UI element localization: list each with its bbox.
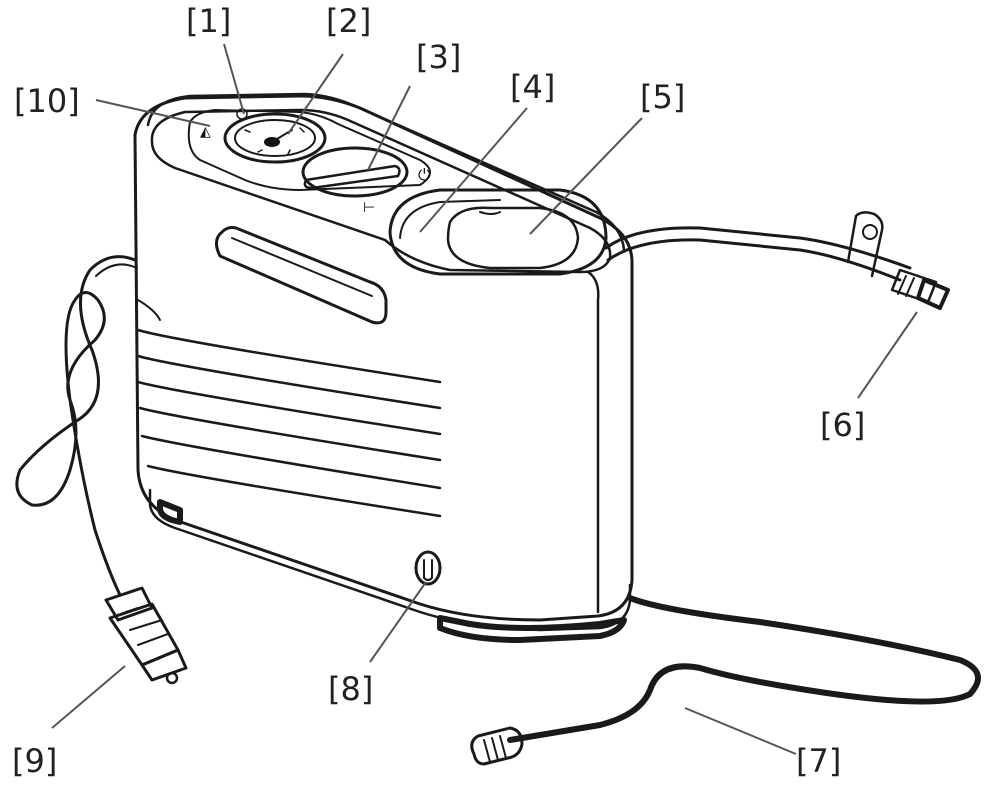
power-cable [15, 255, 138, 597]
callout-label-8: [8] [328, 670, 373, 708]
pressure-gauge [223, 112, 327, 164]
leader-6 [857, 311, 918, 399]
leader-7 [684, 707, 797, 755]
light-symbol-icon: ⊢ [363, 200, 375, 216]
hose-outlet [414, 550, 442, 586]
leader-4 [419, 107, 528, 233]
callout-label-9: [9] [12, 742, 57, 780]
air-hose-lower [470, 595, 981, 766]
leader-5 [529, 117, 643, 235]
callout-label-3: [3] [416, 38, 461, 76]
leader-9 [51, 665, 126, 729]
cigarette-lighter-plug [104, 586, 188, 685]
leader-3 [367, 85, 411, 171]
leader-10 [95, 99, 211, 127]
leader-1 [223, 43, 245, 115]
callout-labels: [1] [2] [3] [4] [5] [6] [7] [8] [9] [10] [12, 2, 865, 780]
callout-label-1: [1] [186, 2, 231, 40]
callout-label-5: [5] [640, 78, 685, 116]
compressor-body [133, 92, 634, 643]
leader-lines [51, 43, 918, 755]
leader-8 [369, 581, 427, 663]
switch-symbol-icon: ⏻ [418, 165, 431, 184]
storage-compartment [388, 188, 608, 276]
leader-2 [287, 53, 344, 135]
callout-label-6: [6] [820, 406, 865, 444]
callout-label-2: [2] [326, 2, 371, 40]
callout-label-7: [7] [796, 742, 841, 780]
air-hose-upper [604, 211, 950, 310]
power-switch-knob: ⏻ ⊢ [301, 146, 431, 216]
callout-label-10: [10] [14, 82, 80, 120]
svg-text:◭: ◭ [200, 124, 211, 140]
callout-label-4: [4] [510, 68, 555, 106]
